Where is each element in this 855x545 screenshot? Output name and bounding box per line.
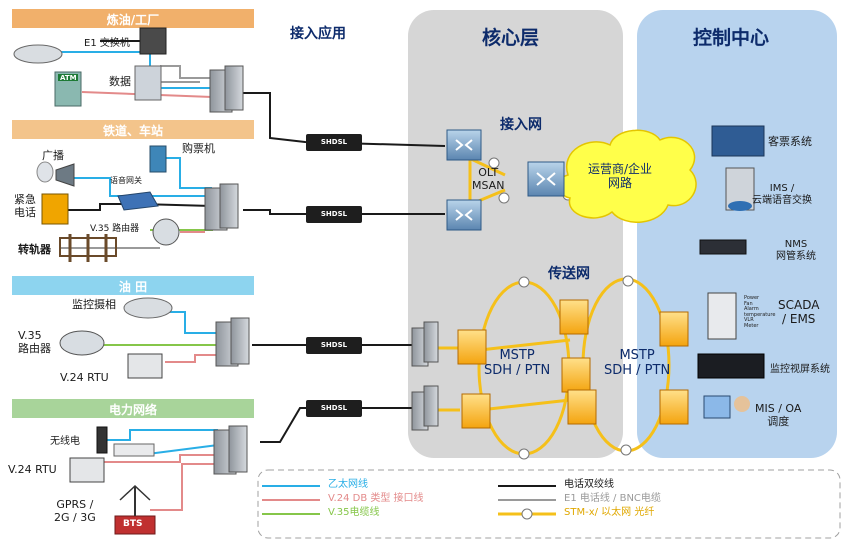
legend-ethernet: 乙太网线 [328,479,368,490]
label-ticket-system: 客票系统 [768,135,812,148]
legend-phone-pair: 电话双绞线 [564,479,614,490]
legend-v35: V.35电缆线 [328,507,380,518]
label-v35-router: V.35 路由器 [18,329,51,355]
section-bar-refinery [12,9,254,28]
control-devices [697,125,765,419]
left-devices [13,27,180,535]
label-transport-net: 传送网 [548,266,590,282]
scada-panel-item: Meter [744,322,759,329]
legend-v24-db: V.24 DB 类型 接口线 [328,493,424,504]
dsl-modems [204,65,439,475]
label-access-net: 接入网 [500,117,542,133]
label-mstp-left: MSTP SDH / PTN [484,348,551,378]
msan-switch [527,161,565,197]
label-camera: 监控摄相 [72,298,116,311]
shdsl-tag-power: SHDSL [306,400,362,417]
shdsl-tag-railway: SHDSL [306,206,362,223]
label-e1-switch: E1 交换机 [84,38,130,49]
label-gprs: GPRS / 2G / 3G [54,498,96,524]
label-ticket-machine: 购票机 [182,142,215,155]
scada-panel-item: temperature [744,311,776,318]
header-control-center: 控制中心 [693,27,770,49]
label-operator-cloud: 运营商/企业 网路 [588,162,653,190]
label-ims: IMS / 云端语音交换 [752,183,812,206]
label-v24-rtu-power: V.24 RTU [8,463,57,476]
label-data: 数据 [109,75,131,88]
section-bar-railway [12,120,254,139]
mstp-nodes [457,299,689,429]
shdsl-tag-refinery: SHDSL [306,134,362,151]
label-voice-gateway: 语音网关 [110,176,142,185]
section-bar-oilfield [12,276,254,295]
scada-panel-item: Power [744,295,760,301]
legend-swatches [262,485,556,520]
header-access-app: 接入应用 [290,26,346,42]
scada-panel-item: Fan [744,300,753,307]
label-scada: SCADA / EMS [778,298,820,326]
section-title-power: 电力网络 [108,403,157,417]
legend-e1-bnc: E1 电话线 / BNC电缆 [564,493,661,504]
left-cabling [60,40,219,511]
legend-stm: STM-x/ 以太网 光纤 [564,507,655,518]
label-mis-oa: MIS / OA 调度 [755,402,802,428]
shdsl-tag-oilfield: SHDSL [306,337,362,354]
olt-switch-bottom [446,199,482,231]
label-bts: BTS [123,519,143,529]
label-radio: 无线电 [50,436,80,447]
legend-box [257,469,841,539]
section-title-refinery: 炼油/工厂 [106,13,160,27]
scada-panel-list: Power Fan Alarm temperature VLR Meter [744,295,776,329]
olt-switch-top [446,129,482,161]
header-core-layer: 核心层 [482,27,540,49]
label-switch-rail: 转轨器 [18,243,51,256]
label-olt-msan: OLT MSAN [472,166,505,192]
label-v35-router-small: V.35 路由器 [90,224,140,234]
label-emergency-phone: 紧急 电话 [14,193,36,219]
label-video-wall: 监控视屏系统 [770,364,830,375]
label-mstp-right: MSTP SDH / PTN [604,348,671,378]
scada-panel-item: Alarm [744,306,759,312]
section-bar-power [12,399,254,418]
label-nms: NMS 网管系统 [776,239,816,262]
label-broadcast: 广播 [42,149,64,162]
scada-panel-item: VLR [744,317,754,323]
section-title-oilfield: 油 田 [118,280,148,294]
label-atm: ATM [60,74,77,82]
operator-cloud [557,129,697,223]
section-title-railway: 铁道、车站 [102,124,163,138]
label-v24-rtu: V.24 RTU [60,371,109,384]
